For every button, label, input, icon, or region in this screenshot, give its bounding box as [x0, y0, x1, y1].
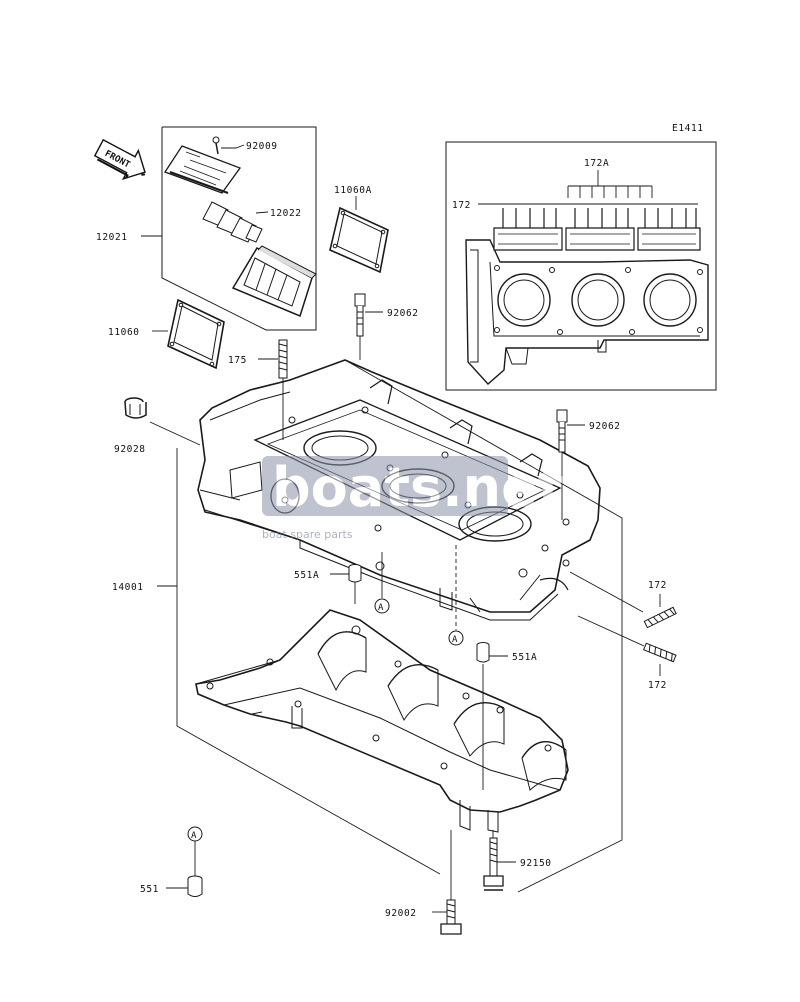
label-92062-right: 92062: [589, 421, 621, 432]
callout-a-1: A: [374, 598, 390, 614]
bolt-92062-right-icon: [556, 409, 568, 453]
inset-detail: [445, 141, 717, 391]
stud-175-icon: [278, 339, 288, 379]
label-172-lower: 172: [648, 680, 667, 691]
watermark-brand: boats.net: [272, 456, 564, 519]
label-12022: 12022: [270, 208, 302, 219]
callout-a-3: A: [187, 826, 203, 842]
bolt-92062-top-icon: [354, 293, 366, 337]
label-12021: 12021: [96, 232, 128, 243]
callout-a-2: A: [448, 630, 464, 646]
stud-172-lower-icon: [643, 642, 677, 663]
lower-crankcase: [195, 609, 569, 833]
label-551A-left: 551A: [294, 570, 319, 581]
reed-petals: [202, 201, 263, 243]
label-92009: 92009: [246, 141, 278, 152]
label-551: 551: [140, 884, 159, 895]
label-92062-top: 92062: [387, 308, 419, 319]
label-172-upper: 172: [648, 580, 667, 591]
label-92028: 92028: [114, 444, 146, 455]
reed-valve-kit-box: [161, 126, 317, 331]
label-92150: 92150: [520, 858, 552, 869]
reed-block: [231, 245, 317, 318]
svg-text:A: A: [378, 603, 384, 613]
gasket-11060: [167, 298, 225, 370]
label-175: 175: [228, 355, 247, 366]
watermark-tagline: boat spare parts: [262, 528, 353, 541]
gasket-11060A: [329, 206, 389, 274]
label-inset-172A: 172A: [584, 158, 609, 169]
svg-text:A: A: [452, 635, 458, 645]
stud-172-upper-icon: [643, 606, 677, 629]
svg-text:A: A: [191, 831, 197, 841]
bolt-92150-icon: [483, 837, 504, 891]
label-11060: 11060: [108, 327, 140, 338]
label-92002: 92002: [385, 908, 417, 919]
plug-92028-icon: [124, 397, 147, 419]
part-labels: 92009 12022 12021 11060A 11060 92062 175…: [96, 141, 667, 919]
label-551A-right: 551A: [512, 652, 537, 663]
leader-lines: [141, 144, 661, 913]
label-14001: 14001: [112, 582, 144, 593]
dowel-551-icon: [187, 875, 203, 897]
dowel-551A-left-icon: [348, 564, 362, 583]
front-arrow-icon: FRONT: [93, 138, 146, 180]
screw-92009-icon: [212, 136, 220, 155]
dowel-551A-right-icon: [476, 642, 490, 663]
watermark: boats.net boat spare parts: [262, 456, 564, 541]
reed-plate: [164, 145, 242, 194]
reference-code: E1411: [672, 123, 704, 134]
bolt-92002-icon: [440, 899, 462, 935]
label-inset-172: 172: [452, 200, 471, 211]
label-11060A: 11060A: [334, 185, 372, 196]
